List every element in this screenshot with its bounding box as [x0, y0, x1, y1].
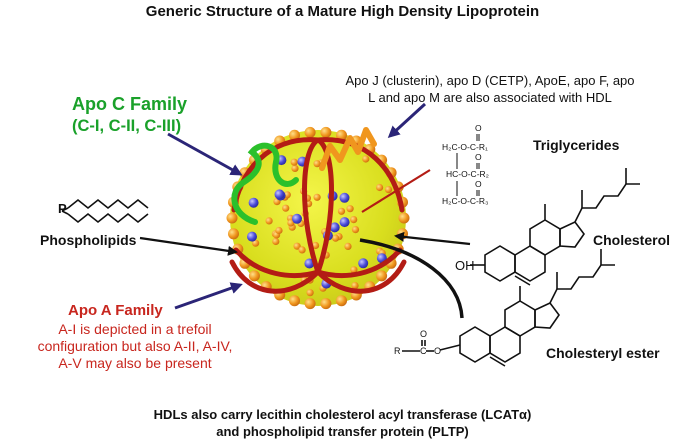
phospholipid-head — [289, 129, 300, 141]
apo-a-arrow — [174, 282, 243, 310]
apo-c-title: Apo C Family — [72, 94, 188, 114]
lipid-head — [337, 207, 346, 215]
cholesteryl-ester-connector — [359, 238, 464, 319]
cholesteryl-ester-structure — [402, 249, 615, 367]
lipid-head — [332, 234, 340, 242]
cholesterol-marker — [339, 217, 350, 228]
cholesteryl-ester-label: Cholesteryl ester — [546, 345, 660, 361]
phospholipid-head — [376, 270, 388, 282]
page-title: Generic Structure of a Mature High Densi… — [145, 3, 540, 20]
ester-c: C — [420, 346, 427, 356]
lipid-head — [351, 282, 359, 290]
lipid-head — [350, 266, 358, 274]
lipid-head — [282, 204, 290, 212]
lipid-head — [275, 226, 283, 235]
apo-c-members: (C-I, C-II, C-III) — [72, 117, 182, 135]
tg-o1: O — [475, 123, 482, 133]
phospholipid-head — [228, 228, 239, 240]
apo-a-line1: A-I is depicted in a trefoil — [58, 321, 212, 337]
ester-labels: R C O O — [394, 329, 441, 356]
lipid-head — [362, 155, 370, 163]
lipid-head — [290, 158, 298, 166]
phospholipid-head — [320, 126, 332, 138]
footer-line2: and phospholipid transfer protein (PLTP) — [216, 424, 469, 439]
other-apo-line1: Apo J (clusterin), apo D (CETP), ApoE, a… — [345, 73, 635, 88]
other-apo-strand — [319, 127, 377, 171]
tg-row3: H₂C-O-C-R₃ — [442, 196, 488, 206]
cholesterol-marker — [247, 231, 257, 242]
cholesterol-marker — [248, 197, 259, 208]
phospholipid-head — [226, 212, 238, 224]
hdl-particle — [226, 126, 410, 310]
cholesterol-oh: OH — [455, 258, 475, 273]
phospholipid-structure — [61, 198, 149, 224]
lipid-head — [312, 241, 320, 250]
lipid-head — [306, 289, 314, 297]
phospholipid-head — [336, 129, 347, 141]
lipid-head — [384, 186, 393, 194]
phospholipid-head — [320, 298, 332, 310]
cholesterol-label: Cholesterol — [593, 232, 671, 248]
other-apo-arrow — [387, 102, 427, 139]
apo-c-strand — [231, 142, 299, 225]
lipid-head — [351, 226, 360, 234]
apo-a-line2: configuration but also A-II, A-IV, — [37, 338, 233, 354]
lipid-head — [313, 160, 321, 168]
lipid-head — [313, 193, 321, 201]
phospholipid-head — [336, 295, 347, 307]
tg-o3: O — [475, 179, 482, 189]
phospholipids-label: Phospholipids — [40, 232, 137, 248]
apo-a-title: Apo A Family — [68, 302, 163, 319]
other-apo-note: Apo J (clusterin), apo D (CETP), ApoE, a… — [300, 72, 680, 106]
triglycerides-connector — [361, 169, 431, 213]
lipid-head — [293, 242, 301, 250]
cholesterol-structure — [470, 168, 640, 286]
phospholipid-head — [304, 126, 316, 138]
phospholipid-head — [248, 270, 260, 282]
lipid-head — [344, 242, 352, 250]
footer-line1: HDLs also carry lecithin cholesterol acy… — [153, 407, 532, 422]
lipid-head — [346, 205, 354, 213]
triglyceride-structure: O H₂C-O-C-R₁ O HC-O-C-R₂ O H₂C-O-C-R₃ — [442, 123, 489, 206]
apo-a-line3: A-V may also be present — [58, 355, 212, 371]
cholesterol-marker — [292, 213, 302, 224]
cholesterol-marker — [274, 189, 285, 200]
other-apo-line2: L and apo M are also associated with HDL — [368, 90, 612, 105]
apo-c-arrow — [167, 132, 243, 176]
cholesterol-markers — [247, 155, 387, 289]
lipid-head — [252, 239, 260, 247]
phospholipid-p-atom: P — [58, 201, 67, 216]
tg-o2: O — [475, 152, 482, 162]
tg-row2: HC-O-C-R₂ — [446, 169, 489, 179]
phospholipids-arrow — [139, 236, 238, 256]
cholesterol-arrow — [394, 231, 471, 246]
phospholipid-head — [289, 295, 300, 307]
triglycerides-label: Triglycerides — [533, 137, 620, 153]
cholesterol-marker — [329, 222, 340, 233]
lipid-head — [376, 183, 384, 192]
lipid-head — [298, 246, 306, 254]
ester-o-double: O — [420, 329, 427, 339]
cholesterol-marker — [358, 258, 369, 269]
tg-row1: H₂C-O-C-R₁ — [442, 142, 488, 152]
footer-note: HDLs also carry lecithin cholesterol acy… — [0, 406, 685, 440]
phospholipid-head — [398, 212, 410, 224]
ester-o: O — [434, 346, 441, 356]
apo-a-description: A-I is depicted in a trefoil configurati… — [10, 321, 260, 372]
cholesterol-marker — [339, 192, 350, 203]
lipid-head — [272, 237, 280, 246]
lipid-head — [350, 216, 358, 224]
phospholipid-head — [304, 298, 316, 310]
lipid-head — [291, 164, 299, 172]
lipid-head — [265, 217, 273, 225]
ester-r: R — [394, 346, 401, 356]
lipid-head — [283, 191, 291, 199]
